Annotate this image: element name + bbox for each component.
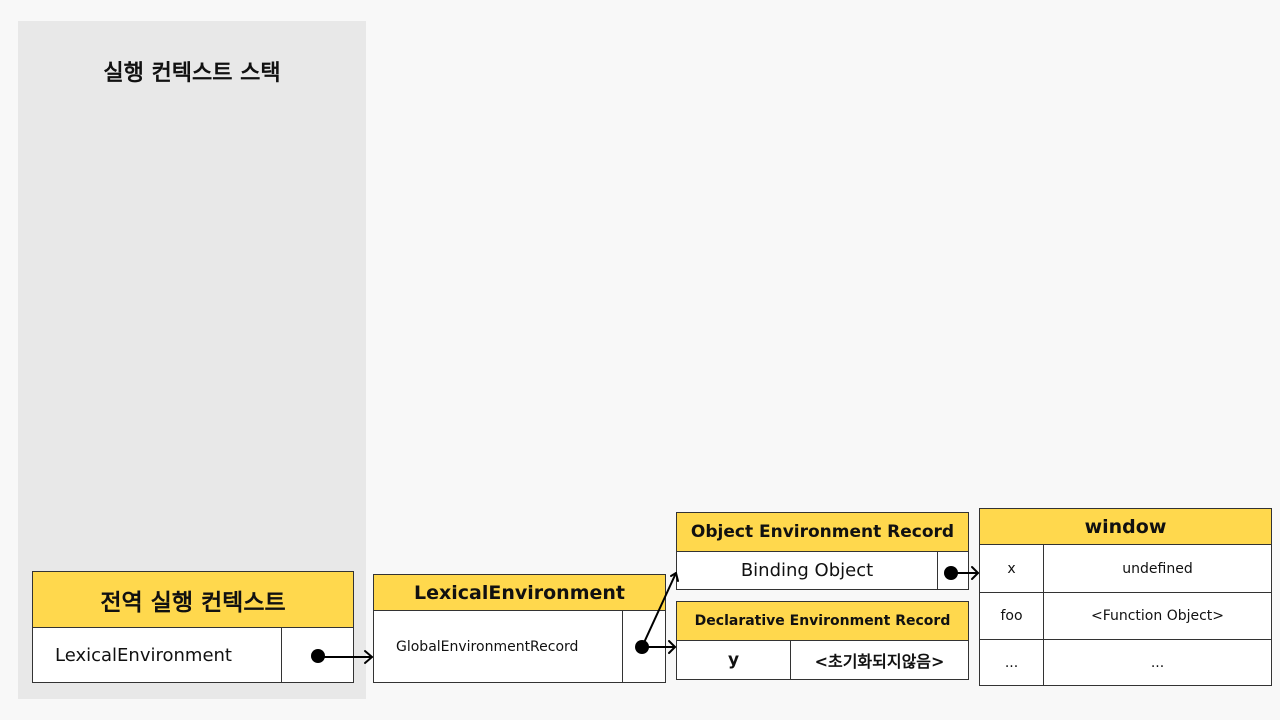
global-context-lexical-environment-slot: [281, 628, 353, 682]
window-row-value: undefined: [1043, 545, 1271, 592]
binding-object-reference-dot: [944, 566, 958, 580]
window-object: window x undefined foo <Function Object>…: [979, 508, 1272, 686]
arrowhead-window: [971, 566, 979, 580]
object-environment-record-title: Object Environment Record: [677, 513, 968, 552]
window-row-key: ...: [1004, 654, 1019, 671]
window-row-value: ...: [1043, 640, 1271, 685]
lexical-environment-title: LexicalEnvironment: [374, 575, 665, 611]
object-environment-record: Object Environment Record Binding Object: [676, 512, 969, 590]
binding-object-label: Binding Object: [740, 560, 874, 581]
window-title: window: [980, 509, 1271, 545]
global-environment-record-slot: [622, 611, 665, 682]
stack-title: 실행 컨텍스트 스택: [103, 61, 281, 86]
global-record-reference-dot: [635, 640, 649, 654]
binding-object-slot: [937, 552, 968, 589]
declarative-record-key: y: [727, 650, 740, 670]
declarative-environment-record-title: Declarative Environment Record: [677, 602, 968, 641]
arrowhead-lexical-environment: [364, 650, 373, 664]
global-execution-context: 전역 실행 컨텍스트 LexicalEnvironment: [32, 571, 354, 683]
global-context-title: 전역 실행 컨텍스트: [33, 572, 353, 628]
window-row: ... ...: [980, 639, 1271, 685]
arrowhead-declarative-record: [668, 640, 676, 654]
window-row-key: foo: [1000, 608, 1023, 624]
lexical-environment: LexicalEnvironment GlobalEnvironmentReco…: [373, 574, 666, 683]
window-row: foo <Function Object>: [980, 592, 1271, 639]
global-context-reference-dot: [311, 649, 325, 663]
window-row-value: <Function Object>: [1043, 593, 1271, 639]
global-context-lexical-environment-label: LexicalEnvironment: [55, 644, 232, 666]
declarative-record-value: <초기화되지않음>: [790, 641, 968, 679]
global-environment-record-label: GlobalEnvironmentRecord: [396, 638, 579, 655]
window-row-key: x: [1007, 560, 1016, 577]
declarative-environment-record: Declarative Environment Record y <초기화되지않…: [676, 601, 969, 680]
window-row: x undefined: [980, 545, 1271, 592]
